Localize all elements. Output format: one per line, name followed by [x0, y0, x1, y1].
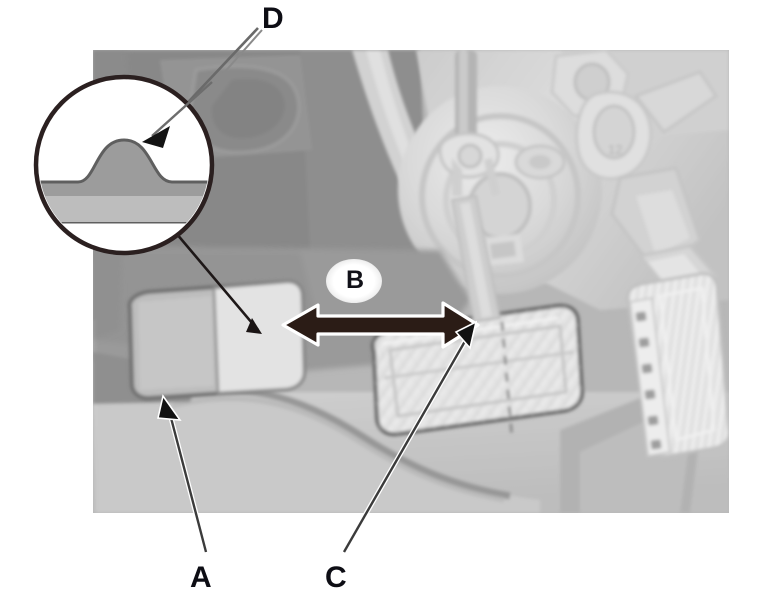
callout-C-arrowhead	[454, 320, 478, 350]
pedal-centerline-dashed	[500, 321, 514, 439]
accelerator-notches	[635, 311, 662, 450]
callout-label-B: B	[346, 266, 365, 294]
callout-A-arrowhead	[157, 394, 182, 421]
detail-circle-D	[33, 74, 262, 334]
detail-circle-arrow	[142, 81, 213, 148]
svg-text:12: 12	[608, 142, 622, 157]
callout-label-D: D	[262, 2, 284, 35]
accelerator-pedal	[626, 244, 729, 458]
detail-circle-content	[39, 138, 209, 224]
brake-pedal-arm	[450, 194, 502, 324]
reservoir-bracket: 12	[550, 50, 719, 275]
callout-B-label-halo	[326, 259, 382, 303]
callout-C-leader	[341, 320, 478, 554]
detail-lower-band	[39, 196, 209, 222]
detail-circle-leader-arrowhead	[246, 318, 262, 334]
callout-B-dimension-arrow	[281, 301, 480, 349]
callout-label-C: C	[325, 561, 347, 594]
callout-A-leader	[157, 394, 209, 553]
callout-label-A: A	[190, 561, 212, 594]
footrest-pad-A	[127, 279, 307, 401]
brake-pedal-pad-C	[370, 303, 585, 439]
detail-circle-leader	[175, 232, 259, 331]
